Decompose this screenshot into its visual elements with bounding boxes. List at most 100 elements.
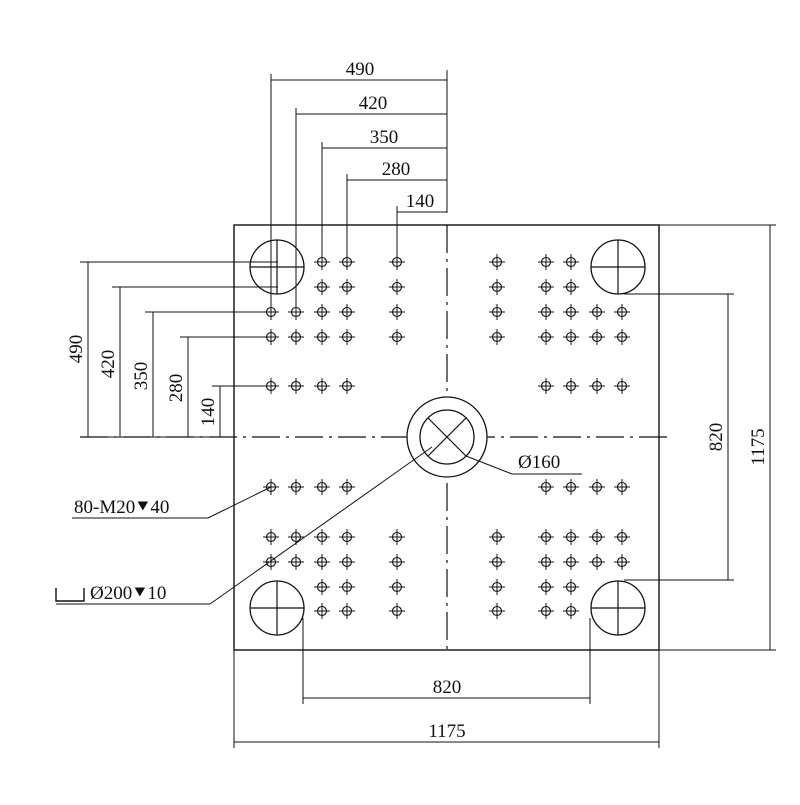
tie-bar-hole-top-left (249, 239, 305, 295)
tie-bar-hole-bottom-right (590, 580, 646, 636)
bolt-hole (538, 254, 554, 270)
center-hole-leader: Ø160 (465, 452, 582, 475)
bottom-dimensions: 820 1175 (233, 618, 660, 748)
bolt-hole (288, 554, 304, 570)
bolt-hole (589, 329, 605, 345)
bolt-hole (314, 603, 330, 619)
bolt-hole (389, 304, 405, 320)
bolt-hole (538, 579, 554, 595)
bolt-hole (538, 378, 554, 394)
bolt-hole (589, 554, 605, 570)
bolt-hole (288, 329, 304, 345)
threaded-holes-leader: 80-M20⯆40 (72, 486, 272, 519)
bolt-hole (538, 279, 554, 295)
bolt-hole (314, 529, 330, 545)
bolt-hole (614, 329, 630, 345)
bottom-dim-1175: 1175 (428, 721, 465, 742)
bolt-hole (339, 378, 355, 394)
bolt-hole (614, 554, 630, 570)
bolt-hole (614, 378, 630, 394)
bolt-hole (538, 479, 554, 495)
bolt-hole (538, 554, 554, 570)
bolt-hole (563, 329, 579, 345)
bolt-hole (489, 279, 505, 295)
bolt-hole (339, 279, 355, 295)
bolt-hole (563, 529, 579, 545)
counterbore-leader: Ø200⯆10 (55, 446, 433, 605)
top-dim-140: 140 (406, 191, 435, 212)
bolt-hole (389, 329, 405, 345)
bolt-hole (389, 603, 405, 619)
bolt-hole (589, 479, 605, 495)
left-dim-490: 490 (66, 335, 87, 364)
bolt-hole (489, 529, 505, 545)
threaded-bolt-holes (263, 254, 630, 619)
top-dim-350: 350 (370, 127, 399, 148)
left-dim-280: 280 (166, 374, 187, 403)
bolt-hole (339, 304, 355, 320)
bolt-hole (563, 603, 579, 619)
top-dim-490: 490 (346, 59, 375, 80)
left-dim-140: 140 (198, 398, 219, 427)
bolt-hole (614, 304, 630, 320)
bolt-hole (563, 254, 579, 270)
top-dimensions: 490 420 350 280 140 (270, 59, 448, 312)
bolt-hole (263, 529, 279, 545)
bolt-hole (314, 479, 330, 495)
bolt-hole (538, 304, 554, 320)
bolt-hole (288, 529, 304, 545)
threaded-holes-label: 80-M20⯆40 (74, 497, 169, 518)
tie-bar-hole-top-right (590, 239, 646, 295)
bolt-hole (389, 529, 405, 545)
left-dimensions: 490 420 350 280 140 (66, 261, 278, 438)
bolt-hole (489, 304, 505, 320)
right-dim-1175: 1175 (748, 428, 769, 465)
bolt-hole (288, 378, 304, 394)
bolt-hole (339, 329, 355, 345)
bolt-hole (589, 529, 605, 545)
bolt-hole (314, 329, 330, 345)
bolt-hole (563, 279, 579, 295)
left-dim-420: 420 (98, 350, 119, 379)
top-dim-420: 420 (359, 93, 388, 114)
bolt-hole (589, 378, 605, 394)
center-locating-hole (406, 396, 488, 478)
bolt-hole (489, 579, 505, 595)
bolt-hole (314, 279, 330, 295)
tie-bar-hole-bottom-left (249, 580, 305, 636)
bolt-hole (314, 579, 330, 595)
bolt-hole (563, 554, 579, 570)
bolt-hole (288, 479, 304, 495)
bolt-hole (538, 603, 554, 619)
bolt-hole (589, 304, 605, 320)
bolt-hole (489, 329, 505, 345)
right-dimensions: 820 1175 (624, 224, 776, 651)
counterbore-label: Ø200⯆10 (90, 583, 166, 604)
bolt-hole (314, 378, 330, 394)
bolt-hole (563, 378, 579, 394)
bolt-hole (538, 329, 554, 345)
bolt-hole (339, 579, 355, 595)
bolt-hole (563, 479, 579, 495)
bottom-dim-820: 820 (433, 677, 462, 698)
bolt-hole (563, 579, 579, 595)
bolt-hole (563, 304, 579, 320)
bolt-hole (538, 529, 554, 545)
bolt-hole (339, 479, 355, 495)
right-dim-820: 820 (706, 423, 727, 452)
top-dim-280: 280 (382, 159, 411, 180)
bolt-hole (389, 579, 405, 595)
bolt-hole (339, 554, 355, 570)
bolt-hole (614, 529, 630, 545)
bolt-hole (314, 304, 330, 320)
bolt-hole (614, 479, 630, 495)
bolt-hole (339, 603, 355, 619)
bolt-hole (389, 554, 405, 570)
bolt-hole (489, 603, 505, 619)
bolt-hole (339, 529, 355, 545)
center-hole-label: Ø160 (518, 452, 560, 473)
bolt-hole (489, 254, 505, 270)
bolt-hole (489, 554, 505, 570)
bolt-hole (314, 554, 330, 570)
